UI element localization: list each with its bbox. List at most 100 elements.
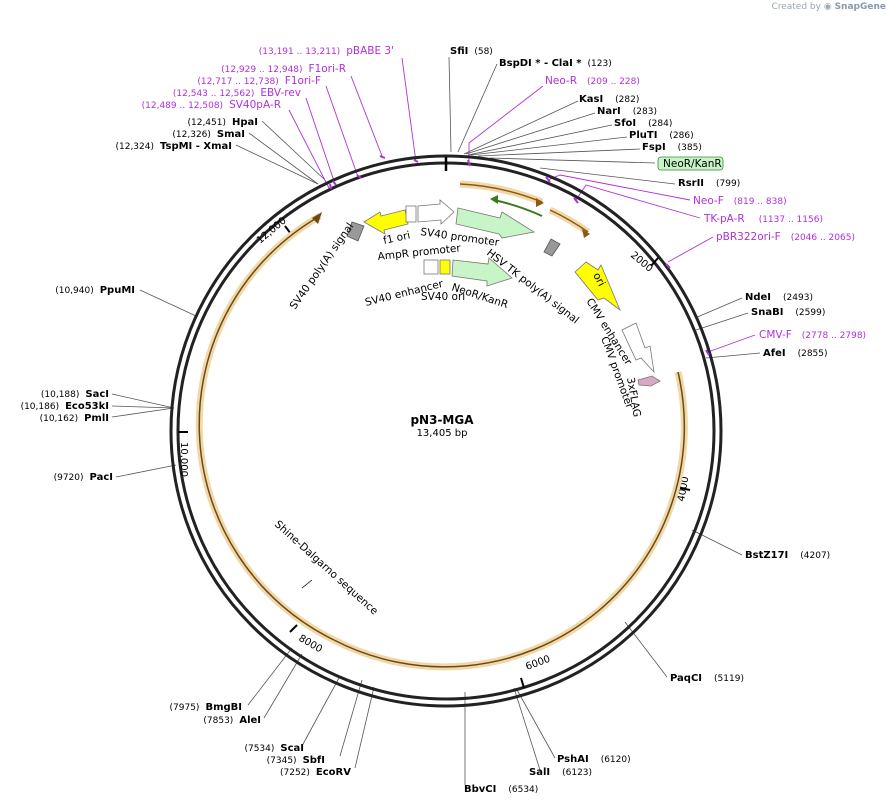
- primer-mark-ebvrev: [332, 180, 337, 186]
- primer-ebvrev[interactable]: (12,543 .. 12,562)EBV-rev: [173, 87, 301, 99]
- primer-sv40par[interactable]: (12,489 .. 12,508)SV40pA-R: [142, 99, 281, 111]
- leader-pluti: [470, 136, 628, 156]
- site-smai[interactable]: (12,326)SmaI: [172, 129, 245, 140]
- site-tspmi[interactable]: (12,324)TspMI - XmaI: [115, 141, 232, 152]
- site-pshai[interactable]: PshAI(6120): [557, 754, 631, 765]
- feature-label-f1-ori: f1 ori: [382, 230, 411, 247]
- feature-shine-dalgarno-tick: [301, 579, 313, 589]
- feature-sv40-polya-box: [346, 221, 365, 242]
- feature-ori-arrow: [574, 261, 621, 312]
- leader-pmli: [111, 407, 175, 418]
- primer-mark-neor: [467, 159, 471, 167]
- tick-label-10000: 10,000: [178, 442, 189, 477]
- leader-bmgbi: [247, 647, 293, 706]
- leader-sfii: [448, 56, 452, 153]
- site-sbfi[interactable]: (7345)SbfI: [267, 755, 325, 766]
- site-scai[interactable]: (7534)ScaI: [244, 743, 304, 754]
- site-bmgbi[interactable]: (7975)BmgBI: [170, 702, 242, 713]
- primer-mark-cmvf: [705, 349, 710, 356]
- leader-ppumi: [139, 289, 197, 317]
- feature-ampr-small-box: [405, 205, 417, 223]
- orf-arc-right: [333, 371, 686, 668]
- primer-mark-f1orir: [379, 155, 386, 159]
- leader-saci: [111, 393, 175, 409]
- leader-tkpar: [575, 184, 701, 219]
- feature-sv40-enhancer-box: [423, 259, 439, 275]
- feature-label-shine-dalgarno: Shine-Dalgarno sequence: [272, 518, 380, 617]
- site-eco53ki[interactable]: (10,186)Eco53kI: [21, 401, 109, 412]
- leader-cmvf: [707, 334, 756, 353]
- feature-label-sv40-ori: SV40 ori: [421, 291, 465, 303]
- site-snabi[interactable]: SnaBI(2599): [751, 307, 825, 318]
- leader-ebvrev: [305, 97, 336, 185]
- site-fspi[interactable]: FspI(385): [642, 142, 702, 153]
- backbone-outer: [169, 154, 723, 708]
- site-ecorv[interactable]: (7252)EcoRV: [280, 767, 351, 778]
- site-hpai[interactable]: (12,451)HpaI: [187, 117, 258, 128]
- site-bspdi[interactable]: BspDI * - ClaI *(123): [499, 58, 612, 69]
- orf-top-2: [549, 209, 589, 233]
- leader-sfoi: [467, 124, 613, 156]
- feature-ampr-promoter-arrow: [417, 199, 455, 225]
- feature-label-hsv-tk-polya: HSV TK poly(A) signal: [484, 247, 581, 326]
- primer-mark-pbr322: [665, 263, 671, 269]
- primer-mark-f1orif: [356, 174, 362, 179]
- site-ppumi[interactable]: (10,940)PpuMI: [55, 285, 135, 296]
- leader-neof: [547, 174, 691, 201]
- primer-mark-neof: [545, 176, 551, 183]
- site-kasi[interactable]: KasI(282): [579, 94, 639, 105]
- leader-f1orir: [350, 75, 383, 157]
- site-saci[interactable]: (10,188)SacI: [41, 389, 109, 400]
- primer-f1orif[interactable]: (12,717 .. 12,738)F1ori-F: [197, 75, 321, 87]
- site-sfoi[interactable]: SfoI(284): [614, 118, 672, 129]
- site-ndei[interactable]: NdeI(2493): [745, 292, 813, 303]
- site-nari[interactable]: NarI(283): [597, 106, 657, 117]
- site-afei[interactable]: AfeI(2855): [763, 348, 828, 359]
- primer-neor[interactable]: Neo-R(209 .. 228): [545, 75, 640, 87]
- leader-nari: [465, 112, 596, 155]
- feature-sv40-promoter-arrow: [455, 207, 536, 239]
- leader-sali: [513, 687, 541, 771]
- leader-smai: [248, 132, 319, 185]
- site-paqci[interactable]: PaqCI(5119): [670, 673, 744, 684]
- primer-mark-pbabe3: [413, 159, 419, 163]
- site-rsrii[interactable]: RsrII(799): [678, 178, 740, 189]
- leader-afei: [705, 352, 761, 359]
- primer-f1orir[interactable]: (12,929 .. 12,948)F1ori-R: [221, 63, 346, 75]
- leader-bspdi: [457, 63, 498, 153]
- tick-label-6000: 6000: [524, 654, 552, 673]
- primer-pbr322orif[interactable]: pBR322ori-F(2046 .. 2065): [716, 231, 855, 243]
- tick-6000: [520, 677, 525, 689]
- primer-neof[interactable]: Neo-F(819 .. 838): [693, 195, 787, 207]
- orf-arrowhead-left: [312, 212, 322, 224]
- site-alei[interactable]: (7853)AleI: [203, 715, 261, 726]
- plasmid-size: 13,405 bp: [417, 428, 468, 439]
- primer-pbabe3[interactable]: (13,191 .. 13,211)pBABE 3': [259, 45, 394, 57]
- site-bbvci[interactable]: BbvCI(6534): [464, 784, 538, 795]
- site-bstz17i[interactable]: BstZ17I(4207): [745, 550, 830, 561]
- site-pmli[interactable]: (10,162)PmlI: [40, 413, 109, 424]
- site-paci[interactable]: (9720)PacI: [54, 472, 113, 483]
- site-sali[interactable]: SalI(6123): [529, 767, 592, 778]
- site-sfii[interactable]: SfiI(58): [450, 46, 493, 57]
- site-pluti[interactable]: PluTI(286): [629, 130, 694, 141]
- leader-f1orif: [325, 85, 359, 178]
- orf-top-2-head: [582, 229, 590, 238]
- primer-mark-sv40par: [329, 183, 332, 190]
- orf-top-1-bg: [459, 180, 544, 206]
- leader-snabi: [695, 312, 749, 331]
- orf-green-head: [490, 195, 498, 204]
- orf-top-1-head: [536, 198, 544, 207]
- snapgene-credit: Created by ◉ SnapGene: [771, 2, 886, 12]
- feature-label-ori: ori: [590, 271, 607, 289]
- tick-4000: [679, 487, 691, 491]
- feature-neor-kanr-arrow: [451, 257, 513, 287]
- leader-ndei: [694, 297, 743, 319]
- primer-cmvf[interactable]: CMV-F(2778 .. 2798): [759, 329, 866, 341]
- primer-markers: [329, 155, 710, 356]
- feature-3xflag-arrow: [637, 375, 661, 387]
- feature-hsv-tk-polya-box: [543, 238, 561, 257]
- tick-label-2000: 2000: [628, 250, 655, 275]
- primer-tkpar[interactable]: TK-pA-R(1137 .. 1156): [703, 213, 823, 225]
